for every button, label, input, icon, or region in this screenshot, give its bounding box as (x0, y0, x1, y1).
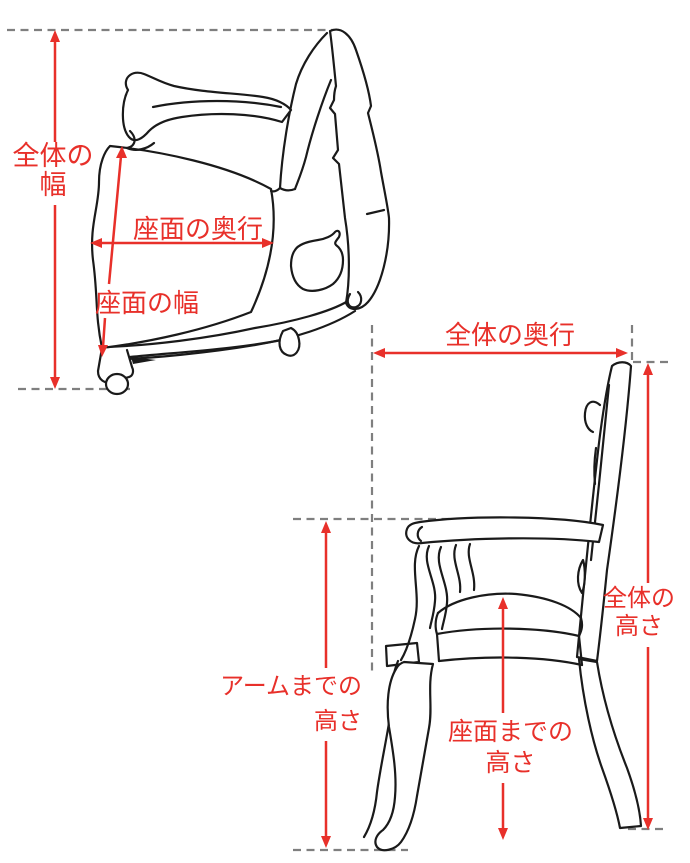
seat-width-label: 座面の幅 (95, 288, 200, 318)
dimension-arrows (50, 30, 653, 848)
overall-height-arrow (643, 363, 653, 830)
side-view-chair-drawing (362, 361, 643, 852)
arm-height-label-line1: アームまでの (220, 673, 362, 700)
overall-width-label: 全体の 幅 (6, 141, 100, 201)
overall-depth-label: 全体の奥行 (445, 320, 576, 350)
arm-height-label-line2: 高さ (314, 707, 362, 735)
arm-height-label: アームまでの 高さ (200, 670, 362, 740)
overall-width-label-line1: 全体の (12, 141, 94, 171)
arm-height-arrow (321, 521, 331, 848)
overall-height-label-line2: 高さ (615, 612, 663, 640)
seat-height-label-line2: 高さ (485, 748, 536, 777)
overall-height-label-line1: 全体の (603, 585, 675, 612)
overall-width-label-line2: 幅 (39, 170, 67, 201)
seat-depth-label: 座面の奥行 (133, 214, 264, 244)
overall-height-label: 全体の 高さ (601, 585, 677, 640)
seat-height-arrow (498, 597, 508, 840)
top-view-chair-drawing (91, 28, 391, 396)
overall-width-arrow (50, 30, 60, 389)
overall-depth-arrow (373, 348, 628, 358)
seat-height-label-line1: 座面までの (448, 718, 574, 746)
seat-width-arrow (98, 146, 127, 357)
seat-depth-arrow (90, 238, 274, 248)
seat-height-label: 座面までの 高さ (448, 717, 573, 778)
